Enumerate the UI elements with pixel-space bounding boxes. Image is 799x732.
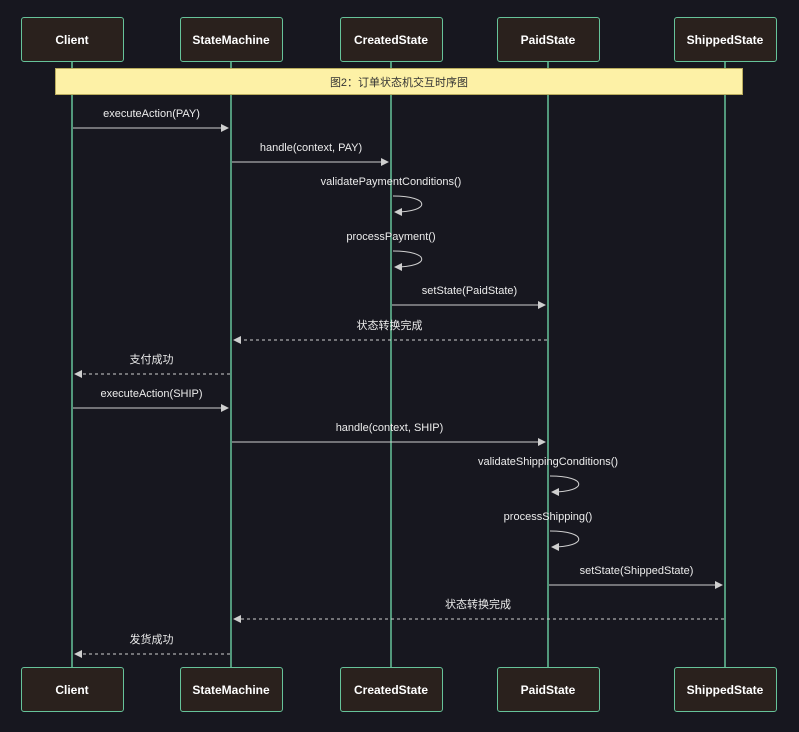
participant-label: StateMachine (192, 682, 270, 697)
participant-label: PaidState (520, 682, 576, 697)
message-label-7: 支付成功 (129, 354, 174, 366)
participant-label: StateMachine (192, 32, 270, 47)
message-label-8: executeAction(SHIP) (100, 388, 203, 400)
participant-label: Client (55, 32, 89, 47)
participant-shippedstate-bottom: ShippedState (673, 667, 777, 712)
participant-client-bottom: Client (20, 667, 124, 712)
message-label-11: processShipping() (503, 511, 593, 523)
message-label-1: executeAction(PAY) (103, 108, 200, 120)
message-arrow-11 (549, 530, 580, 551)
message-label-5: setState(PaidState) (421, 285, 518, 297)
message-label-3: validatePaymentConditions() (320, 176, 462, 188)
diagram-title-note: 图2：订单状态机交互时序图 (55, 68, 743, 95)
participant-shippedstate-top: ShippedState (673, 17, 777, 62)
participant-statemachine-top: StateMachine (179, 17, 283, 62)
participant-createdstate-bottom: CreatedState (339, 667, 443, 712)
participant-label: ShippedState (686, 32, 764, 47)
message-label-13: 状态转换完成 (445, 599, 511, 611)
participant-createdstate-top: CreatedState (339, 17, 443, 62)
participant-client-top: Client (20, 17, 124, 62)
message-arrow-3 (392, 195, 423, 216)
participant-label: Client (55, 682, 89, 697)
message-arrow-10 (549, 475, 580, 496)
note-text: 图2：订单状态机交互时序图 (329, 76, 469, 89)
message-label-4: processPayment() (346, 231, 436, 243)
message-label-6: 状态转换完成 (356, 320, 423, 332)
message-label-9: handle(context, SHIP) (335, 422, 444, 434)
participant-paidstate-bottom: PaidState (496, 667, 600, 712)
participant-label: CreatedState (353, 682, 429, 697)
participant-label: PaidState (520, 32, 576, 47)
participant-statemachine-bottom: StateMachine (179, 667, 283, 712)
message-label-12: setState(ShippedState) (579, 565, 694, 577)
participant-label: ShippedState (686, 682, 764, 697)
message-label-10: validateShippingConditions() (477, 456, 619, 468)
message-label-2: handle(context, PAY) (259, 142, 363, 154)
participant-label: CreatedState (353, 32, 429, 47)
message-label-14: 发货成功 (129, 634, 174, 646)
participant-paidstate-top: PaidState (496, 17, 600, 62)
message-arrow-4 (392, 250, 423, 271)
